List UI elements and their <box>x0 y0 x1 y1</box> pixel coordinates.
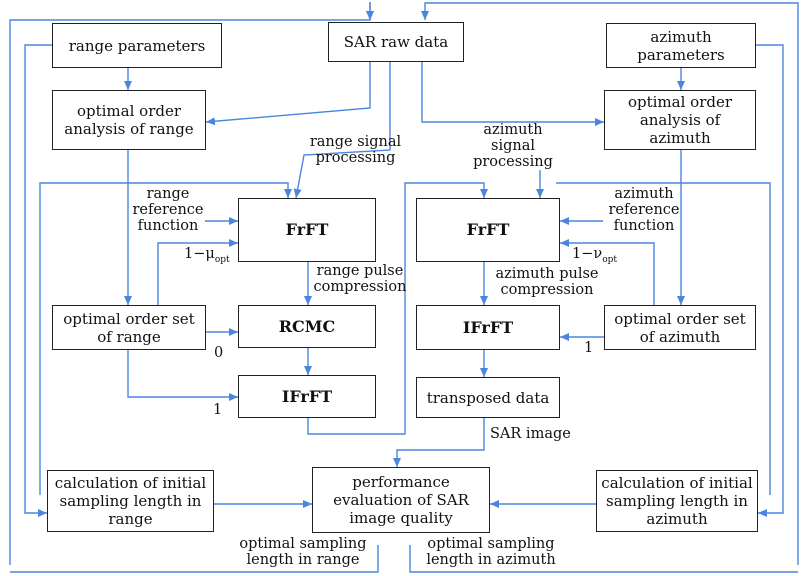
rcmc-text: RCMC <box>278 316 336 336</box>
transposed-data-box: transposed data <box>416 377 560 418</box>
calc-sampling-range-box: calculation of initial sampling length i… <box>47 470 214 532</box>
optimal-order-range-text: optimal order analysis of range <box>64 102 194 138</box>
sar-raw-data-text: SAR raw data <box>343 33 449 51</box>
range-reference-function-label: range reference function <box>132 186 204 234</box>
nu-subscript: opt <box>602 254 617 265</box>
performance-evaluation-text: performance evaluation of SAR image qual… <box>333 473 469 527</box>
optimal-order-set-range-text: optimal order set of range <box>63 309 195 346</box>
one-range-label: 1 <box>213 402 223 418</box>
frft-azimuth-text: FrFT <box>466 220 510 239</box>
calc-sampling-azimuth-text: calculation of initial sampling length i… <box>601 474 753 528</box>
optimal-order-range-box: optimal order analysis of range <box>52 90 206 150</box>
transposed-data-text: transposed data <box>426 388 550 407</box>
azimuth-parameters-text: azimuth parameters <box>637 27 725 64</box>
one-minus-mu-text: 1−μ <box>184 246 215 262</box>
optimal-order-set-range-box: optimal order set of range <box>52 305 206 350</box>
ifrft-range-box: IFrFT <box>238 375 376 418</box>
azimuth-reference-function-label: azimuth reference function <box>608 186 680 234</box>
zero-label: 0 <box>214 345 224 361</box>
azimuth-parameters-box: azimuth parameters <box>606 23 756 68</box>
one-minus-mu-label: 1−μopt <box>184 246 230 268</box>
frft-range-box: FrFT <box>238 198 376 262</box>
optimal-sampling-azimuth-label: optimal sampling length in azimuth <box>426 536 556 568</box>
sar-image-label: SAR image <box>490 426 571 442</box>
optimal-order-set-azimuth-box: optimal order set of azimuth <box>604 305 756 350</box>
optimal-order-set-azimuth-text: optimal order set of azimuth <box>614 309 746 346</box>
calc-sampling-range-text: calculation of initial sampling length i… <box>54 474 207 528</box>
frft-azimuth-box: FrFT <box>416 198 560 262</box>
one-azimuth-label: 1 <box>584 340 594 356</box>
range-parameters-box: range parameters <box>52 23 222 68</box>
one-minus-nu-text: 1−ν <box>572 246 603 262</box>
ifrft-azimuth-box: IFrFT <box>416 305 560 350</box>
frft-range-text: FrFT <box>285 220 329 239</box>
range-signal-processing-label: range signal processing <box>309 134 402 166</box>
mu-subscript: opt <box>214 254 230 265</box>
range-pulse-compression-label: range pulse compression <box>313 263 407 295</box>
range-parameters-text: range parameters <box>68 36 206 55</box>
ifrft-range-text: IFrFT <box>281 386 333 406</box>
rcmc-box: RCMC <box>238 305 376 348</box>
performance-evaluation-box: performance evaluation of SAR image qual… <box>312 467 490 533</box>
optimal-order-azimuth-box: optimal order analysis of azimuth <box>604 90 756 150</box>
optimal-order-azimuth-text: optimal order analysis of azimuth <box>627 93 733 147</box>
azimuth-signal-processing-label: azimuth signal processing <box>473 122 553 170</box>
sar-raw-data-box: SAR raw data <box>328 22 464 62</box>
one-minus-nu-label: 1−νopt <box>572 246 617 268</box>
ifrft-azimuth-text: IFrFT <box>462 317 514 337</box>
azimuth-pulse-compression-label: azimuth pulse compression <box>495 266 599 298</box>
optimal-sampling-range-label: optimal sampling length in range <box>239 536 367 568</box>
calc-sampling-azimuth-box: calculation of initial sampling length i… <box>596 470 758 532</box>
